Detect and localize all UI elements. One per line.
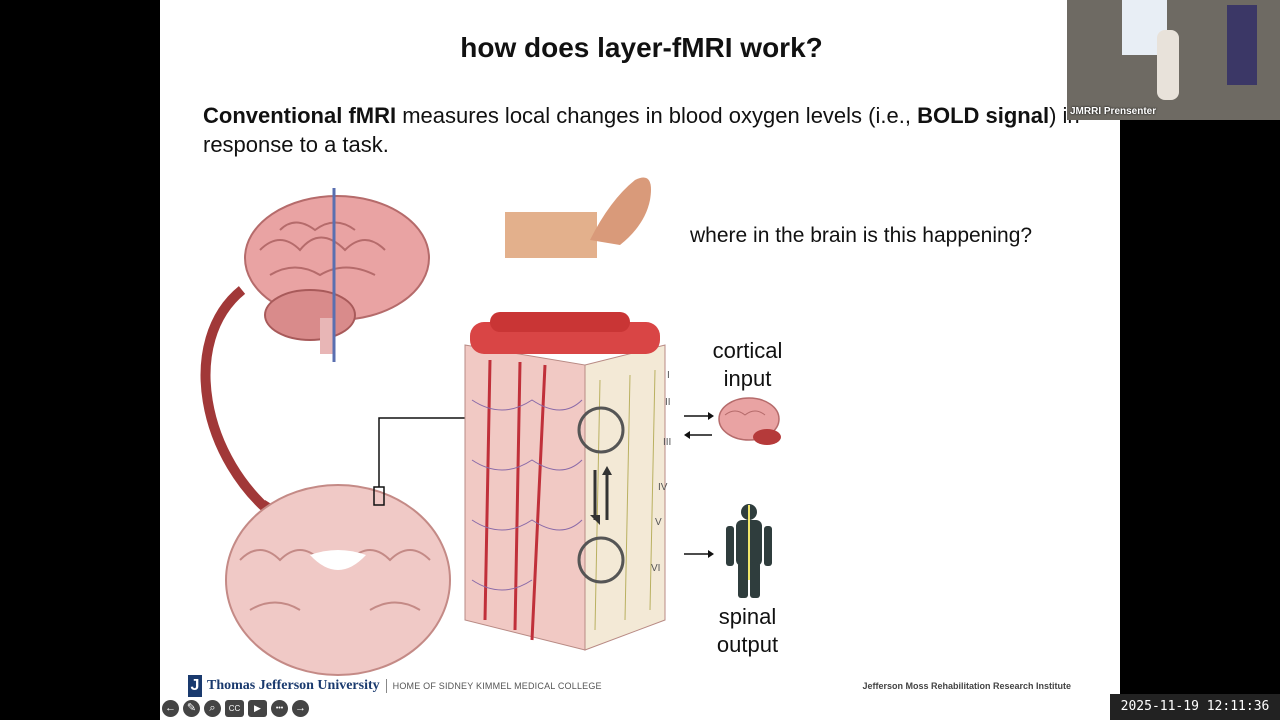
webcam-label: JMRRI Prensenter [1070,106,1157,117]
institute-name: Jefferson Moss Rehabilitation Research I… [862,681,1071,691]
hand-gesture-image [505,177,651,258]
university-name: Thomas Jefferson University [207,678,380,693]
zoom-icon[interactable]: ⌕ [204,700,221,717]
more-icon[interactable]: ••• [271,700,288,717]
intro-bold-1: Conventional fMRI [203,103,397,128]
cortical-column-image [464,312,666,651]
brain-side-view-image [244,188,430,362]
camera-icon[interactable]: ▶ [248,700,267,717]
intro-text-2: ) in response to a task. [203,103,1080,157]
layer-label: IV [658,482,668,493]
spinal-output-label: spinal output [716,604,779,657]
layer-label: II [665,397,671,408]
slide-title: how does layer-fMRI work? [460,32,823,63]
webcam-feed: JMRRI Prensenter [1067,0,1280,120]
zoom-connector [378,417,472,487]
presentation-toolbar: ← ✎ ⌕ CC ▶ ••• → [162,700,309,717]
intro-bold-2: BOLD signal [917,103,1050,128]
cortical-input-label: cortical input [712,338,783,391]
timestamp: 2025-11-19 12:11:36 [1110,694,1280,720]
intro-text-1: measures local changes in blood oxygen l… [396,103,918,128]
human-body-silhouette [726,504,772,598]
diagram [200,177,781,676]
layer-label: III [663,437,672,448]
curved-arrow [200,286,284,524]
captions-icon[interactable]: CC [225,700,244,717]
io-arrows [684,412,714,558]
jefferson-logo-icon: J [188,675,202,697]
pen-icon[interactable]: ✎ [183,700,200,717]
layer-label: VI [651,563,661,574]
webcam-banner [1227,5,1257,85]
layer-label: V [655,517,662,528]
university-logo: J Thomas Jefferson University HOME OF SI… [188,675,602,697]
back-arrow-icon[interactable]: ← [162,700,179,717]
forward-arrow-icon[interactable]: → [292,700,309,717]
brain-small-image [718,397,781,445]
question-text: where in the brain is this happening? [690,224,1033,247]
brain-coronal-section-image [225,484,451,676]
intro-text: Conventional fMRI measures local changes… [203,101,1083,159]
presenter-figure [1157,30,1179,100]
college-name: HOME OF SIDNEY KIMMEL MEDICAL COLLEGE [392,681,602,691]
slide: how does layer-fMRI work? Conventional f… [160,0,1120,720]
layer-label: I [667,370,670,381]
